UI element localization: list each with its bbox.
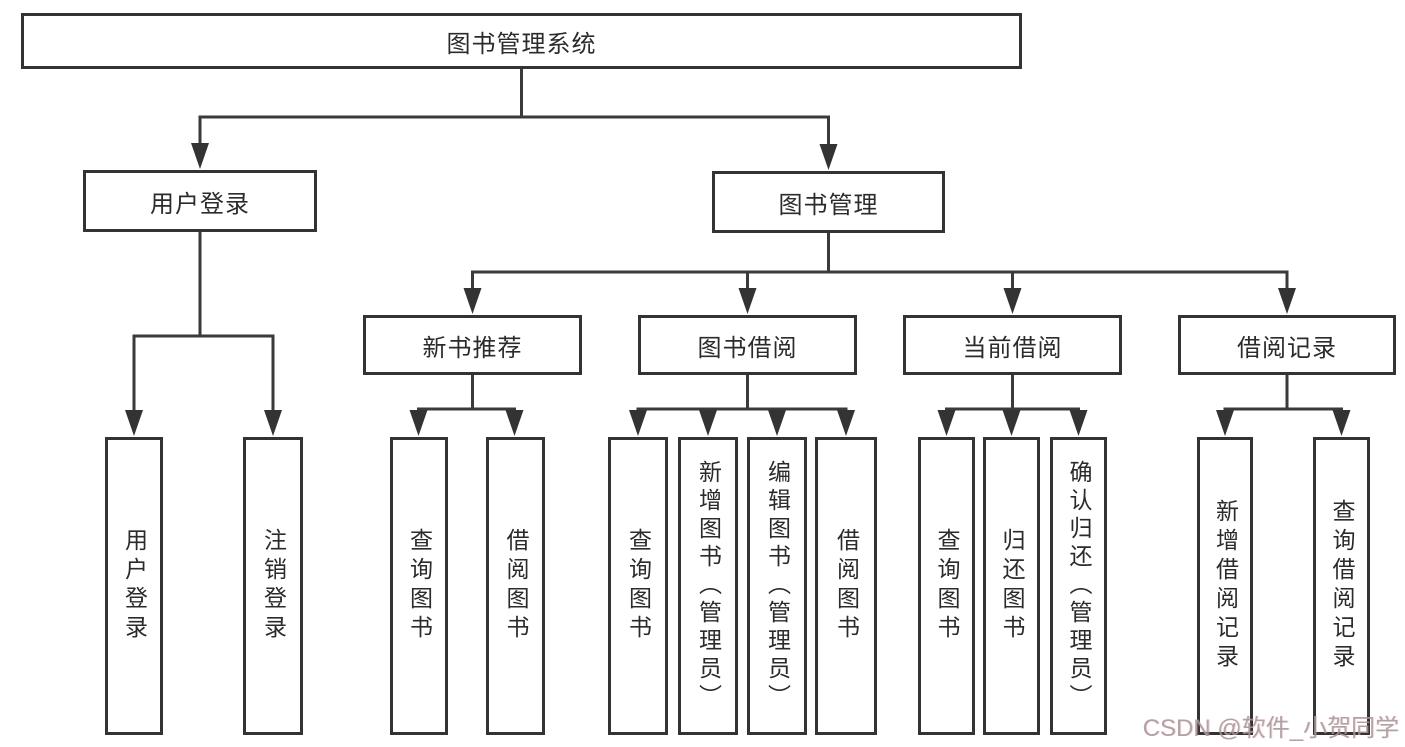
arrowhead <box>699 410 717 436</box>
leaf-add-borrow-record-label: 新增借阅记录 <box>1212 499 1239 673</box>
node-library-system-label: 图书管理系统 <box>446 30 597 58</box>
node-book-management-label: 图书管理 <box>778 191 879 219</box>
node-book-borrow-label: 图书借阅 <box>697 334 798 362</box>
leaf-borrow-book-label: 借阅图书 <box>833 528 860 644</box>
node-library-system: 图书管理系统 <box>21 13 1022 69</box>
node-borrow-record-label: 借阅记录 <box>1237 334 1337 362</box>
node-current-borrow-label: 当前借阅 <box>962 334 1063 362</box>
arrowhead <box>409 410 428 436</box>
arrowhead <box>937 410 956 436</box>
connector-root-to-level2 <box>198 67 830 152</box>
arrowhead <box>1002 410 1021 436</box>
connector-book-mgmt-children <box>471 231 1289 298</box>
arrowhead <box>1069 410 1088 436</box>
arrowhead <box>768 410 786 436</box>
arrowhead <box>463 288 482 314</box>
leaf-query-book-recommend: 查询图书 <box>390 437 448 735</box>
leaf-borrow-book-recommend: 借阅图书 <box>486 437 545 735</box>
node-book-borrow: 图书借阅 <box>638 315 857 375</box>
leaf-edit-book-admin: 编辑图书（管理员） <box>747 437 807 735</box>
arrowhead <box>738 288 757 314</box>
arrowhead <box>125 410 143 436</box>
csdn-watermark: CSDN @软件_小贺同学 <box>1142 715 1399 742</box>
arrowheads <box>125 143 1351 436</box>
arrowhead <box>1003 288 1022 314</box>
arrowhead <box>264 410 282 436</box>
connector-user-login-children <box>132 230 275 420</box>
leaf-user-login-label: 用户登录 <box>121 528 148 644</box>
leaf-query-book-borrow: 查询图书 <box>608 437 668 735</box>
leaf-add-borrow-record: 新增借阅记录 <box>1197 437 1253 735</box>
node-user-login-label: 用户登录 <box>150 190 250 218</box>
leaf-return-book: 归还图书 <box>983 437 1040 735</box>
connector-book-borrow-children <box>636 373 848 420</box>
arrowhead <box>629 410 647 436</box>
node-book-management: 图书管理 <box>712 171 945 233</box>
leaf-query-borrow-record: 查询借阅记录 <box>1313 437 1370 735</box>
arrowhead <box>191 143 209 169</box>
arrowhead <box>1216 410 1234 436</box>
leaf-confirm-return-admin: 确认归还（管理员） <box>1050 437 1107 735</box>
connector-borrow-record-children <box>1223 373 1343 420</box>
leaf-query-book-recommend-label: 查询图书 <box>406 528 433 644</box>
leaf-logout-label: 注销登录 <box>260 528 287 644</box>
arrowhead <box>837 410 855 436</box>
node-borrow-record: 借阅记录 <box>1178 315 1396 375</box>
leaf-logout: 注销登录 <box>243 437 303 735</box>
node-user-login: 用户登录 <box>83 170 317 232</box>
node-current-borrow: 当前借阅 <box>903 315 1122 375</box>
connector-new-book-rec-children <box>417 373 516 420</box>
node-new-book-recommend: 新书推荐 <box>363 315 582 375</box>
arrowhead <box>505 410 524 436</box>
leaf-return-book-label: 归还图书 <box>999 528 1025 644</box>
arrowhead <box>1332 410 1351 436</box>
leaf-query-book-current: 查询图书 <box>918 437 975 735</box>
leaf-add-book-admin-label: 新增图书（管理员） <box>695 460 722 712</box>
leaf-query-book-borrow-label: 查询图书 <box>625 528 652 644</box>
leaf-query-book-current-label: 查询图书 <box>934 528 960 644</box>
arrowhead <box>1278 288 1296 314</box>
arrowhead <box>819 144 838 170</box>
leaf-borrow-book: 借阅图书 <box>815 437 877 735</box>
leaf-query-borrow-record-label: 查询借阅记录 <box>1329 499 1355 673</box>
leaf-edit-book-admin-label: 编辑图书（管理员） <box>764 460 791 712</box>
leaf-user-login: 用户登录 <box>105 437 163 735</box>
node-new-book-recommend-label: 新书推荐 <box>422 334 523 362</box>
leaf-confirm-return-admin-label: 确认归还（管理员） <box>1066 460 1092 712</box>
leaf-add-book-admin: 新增图书（管理员） <box>678 437 738 735</box>
leaf-borrow-book-recommend-label: 借阅图书 <box>503 528 529 644</box>
